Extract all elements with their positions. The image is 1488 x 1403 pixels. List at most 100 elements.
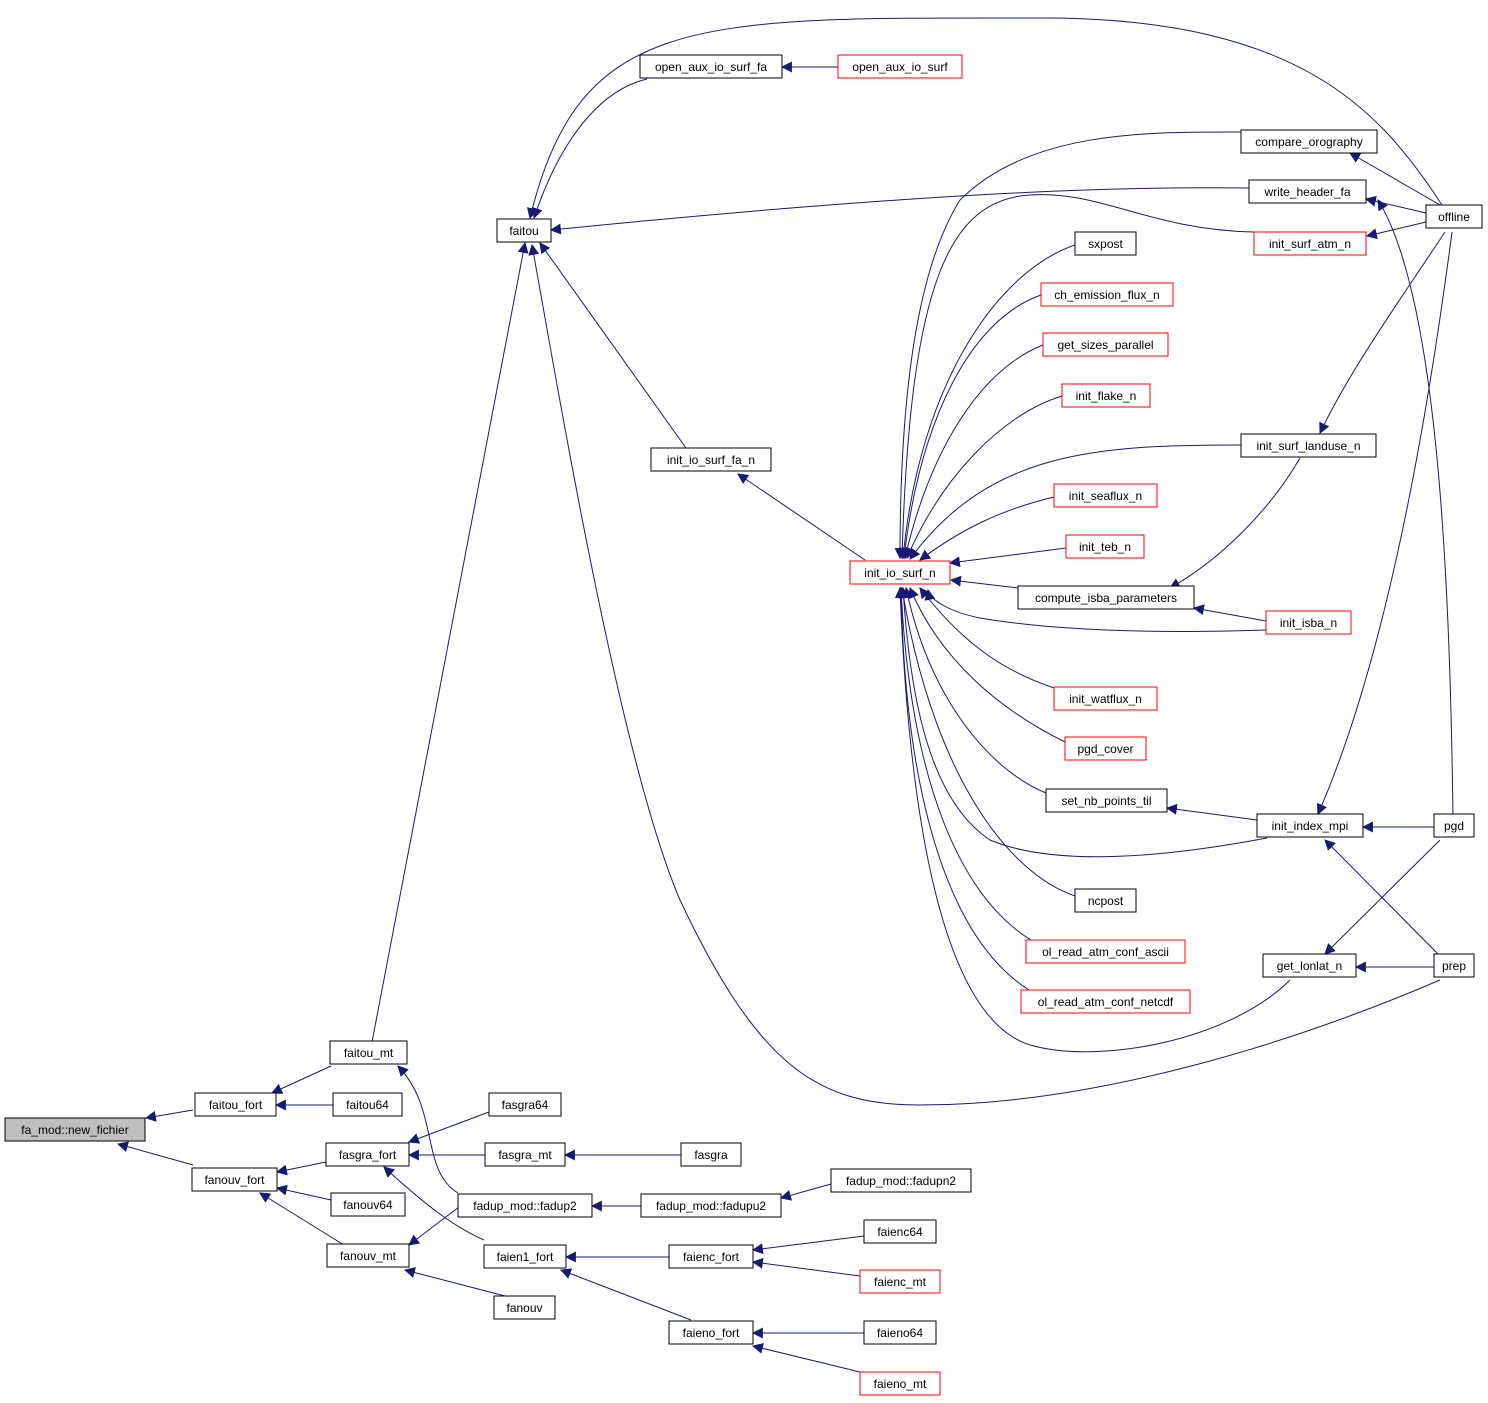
node-label: faienc_mt [874, 1275, 927, 1289]
node-init-teb-n[interactable]: init_teb_n [1065, 534, 1145, 559]
node-init-flake-n[interactable]: init_flake_n [1061, 383, 1151, 408]
node-box [1053, 483, 1158, 508]
edge-init-index-mpi-to-set-nb-points [1165, 803, 1258, 821]
node-label: fadup_mod::fadupu2 [656, 1199, 766, 1213]
node-label: faien1_fort [497, 1250, 554, 1264]
node-faitou-mt[interactable]: faitou_mt [329, 1040, 408, 1065]
node-box [329, 1040, 408, 1065]
node-set-nb-points-til[interactable]: set_nb_points_til [1045, 788, 1168, 813]
node-faien1-fort[interactable]: faien1_fort [483, 1244, 567, 1269]
node-faitou64[interactable]: faitou64 [332, 1092, 403, 1117]
node-compute-isba-parameters[interactable]: compute_isba_parameters [1017, 585, 1195, 610]
edge-get-lonlat-to-init-io-surf-n [894, 586, 1291, 1053]
edge-open-aux-to-faitou [531, 78, 648, 220]
edge-fanouv-fort-to-new-fichier [116, 1141, 194, 1166]
edge-fasgra64-to-fasgra-fort [407, 1111, 490, 1144]
node-new-fichier[interactable]: fa_mod::new_fichier [4, 1117, 146, 1142]
node-label: fa_mod::new_fichier [21, 1123, 128, 1137]
edge-fadup2-to-faitou-mt [397, 1065, 459, 1194]
node-box [849, 560, 951, 585]
edge-ol-netcdf-to-init-io-surf-n [895, 586, 1030, 991]
node-label: compare_orography [1255, 135, 1362, 149]
node-label: faieno_mt [874, 1377, 927, 1391]
node-fasgra-mt[interactable]: fasgra_mt [484, 1142, 566, 1167]
node-faitou[interactable]: faitou [496, 218, 552, 243]
node-fanouv-mt[interactable]: fanouv_mt [326, 1243, 410, 1268]
node-prep[interactable]: prep [1433, 953, 1475, 978]
node-open-aux-io-surf[interactable]: open_aux_io_surf [837, 54, 963, 79]
node-box [1433, 953, 1475, 978]
edge-ncpost-to-init-io-surf-n [898, 586, 1076, 897]
node-fadupu2[interactable]: fadup_mod::fadupu2 [640, 1193, 782, 1218]
node-label: fadup_mod::fadupn2 [846, 1174, 956, 1188]
node-get-sizes-parallel[interactable]: get_sizes_parallel [1042, 332, 1169, 357]
node-init-index-mpi[interactable]: init_index_mpi [1256, 813, 1364, 838]
node-label: compute_isba_parameters [1035, 591, 1177, 605]
node-open-aux-io-surf-fa[interactable]: open_aux_io_surf_fa [639, 54, 783, 79]
node-box [1240, 433, 1377, 458]
node-faienc-mt[interactable]: faienc_mt [859, 1269, 941, 1294]
edge-get-sizes-to-init-io-surf-n [901, 344, 1044, 560]
node-ncpost[interactable]: ncpost [1074, 888, 1137, 913]
node-fadup2[interactable]: fadup_mod::fadup2 [457, 1193, 593, 1218]
node-init-surf-atm-n[interactable]: init_surf_atm_n [1253, 231, 1367, 256]
node-init-seaflux-n[interactable]: init_seaflux_n [1053, 483, 1158, 508]
node-fanouv64[interactable]: fanouv64 [330, 1192, 406, 1217]
node-offline[interactable]: offline [1425, 204, 1483, 229]
node-fasgra64[interactable]: fasgra64 [488, 1092, 562, 1117]
edge-compare-orography-to-init-io-surf-n [894, 131, 1242, 560]
node-fasgra[interactable]: fasgra [680, 1142, 742, 1167]
node-label: ncpost [1088, 894, 1124, 908]
node-init-isba-n[interactable]: init_isba_n [1265, 610, 1352, 635]
node-label: fasgra [694, 1148, 728, 1162]
node-box [1265, 610, 1352, 635]
node-box [457, 1193, 593, 1218]
node-label: fasgra_fort [339, 1148, 397, 1162]
node-label: sxpost [1088, 237, 1123, 251]
node-box [332, 1092, 403, 1117]
node-ol-read-atm-conf-ascii[interactable]: ol_read_atm_conf_ascii [1025, 939, 1186, 964]
node-init-watflux-n[interactable]: init_watflux_n [1053, 686, 1158, 711]
node-faienc-fort[interactable]: faienc_fort [668, 1244, 754, 1269]
node-label: faienc_fort [683, 1250, 740, 1264]
node-write-header-fa[interactable]: write_header_fa [1248, 179, 1367, 204]
node-faieno-fort[interactable]: faieno_fort [668, 1320, 754, 1345]
node-box [668, 1244, 754, 1269]
nodes: fa_mod::new_fichier faitou_fortfanouv_for… [4, 54, 1483, 1396]
node-label: init_isba_n [1280, 616, 1337, 630]
edge-pgd-to-write-header [1377, 199, 1454, 817]
node-box [4, 1117, 146, 1142]
node-box [859, 1269, 941, 1294]
node-init-io-surf-fa-n[interactable]: init_io_surf_fa_n [650, 447, 772, 472]
node-fasgra-fort[interactable]: fasgra_fort [325, 1142, 410, 1167]
node-faienc64[interactable]: faienc64 [863, 1219, 937, 1244]
node-init-surf-landuse-n[interactable]: init_surf_landuse_n [1240, 433, 1377, 458]
node-box [1042, 332, 1169, 357]
node-box [863, 1320, 937, 1345]
node-faitou-fort[interactable]: faitou_fort [194, 1092, 277, 1117]
node-label: faieno_fort [683, 1326, 740, 1340]
edge-faieno-mt-to-faieno-fort [751, 1342, 861, 1373]
node-get-lonlat-n[interactable]: get_lonlat_n [1262, 953, 1357, 978]
node-sxpost[interactable]: sxpost [1074, 231, 1137, 256]
node-label: prep [1442, 959, 1466, 973]
node-pgd-cover[interactable]: pgd_cover [1064, 736, 1147, 761]
node-fadupn2[interactable]: fadup_mod::fadupn2 [830, 1168, 972, 1193]
edge-faieno-fort-to-faien1-fort [559, 1268, 692, 1321]
node-faieno64[interactable]: faieno64 [863, 1320, 937, 1345]
node-init-io-surf-n[interactable]: init_io_surf_n [849, 560, 951, 585]
node-fanouv[interactable]: fanouv [493, 1295, 556, 1320]
node-label: get_sizes_parallel [1057, 338, 1153, 352]
node-box [483, 1244, 567, 1269]
node-compare-orography[interactable]: compare_orography [1240, 129, 1378, 154]
node-fanouv-fort[interactable]: fanouv_fort [191, 1167, 278, 1192]
node-box [1040, 282, 1174, 307]
node-ol-read-atm-conf-netcdf[interactable]: ol_read_atm_conf_netcdf [1020, 989, 1191, 1014]
node-box [1017, 585, 1195, 610]
edge-init-seaflux-to-init-io-surf-n [919, 496, 1055, 561]
node-label: init_io_surf_fa_n [667, 453, 755, 467]
node-faieno-mt[interactable]: faieno_mt [859, 1371, 941, 1396]
node-label: pgd [1444, 819, 1464, 833]
node-pgd[interactable]: pgd [1433, 813, 1475, 838]
node-ch-emission-flux-n[interactable]: ch_emission_flux_n [1040, 282, 1174, 307]
